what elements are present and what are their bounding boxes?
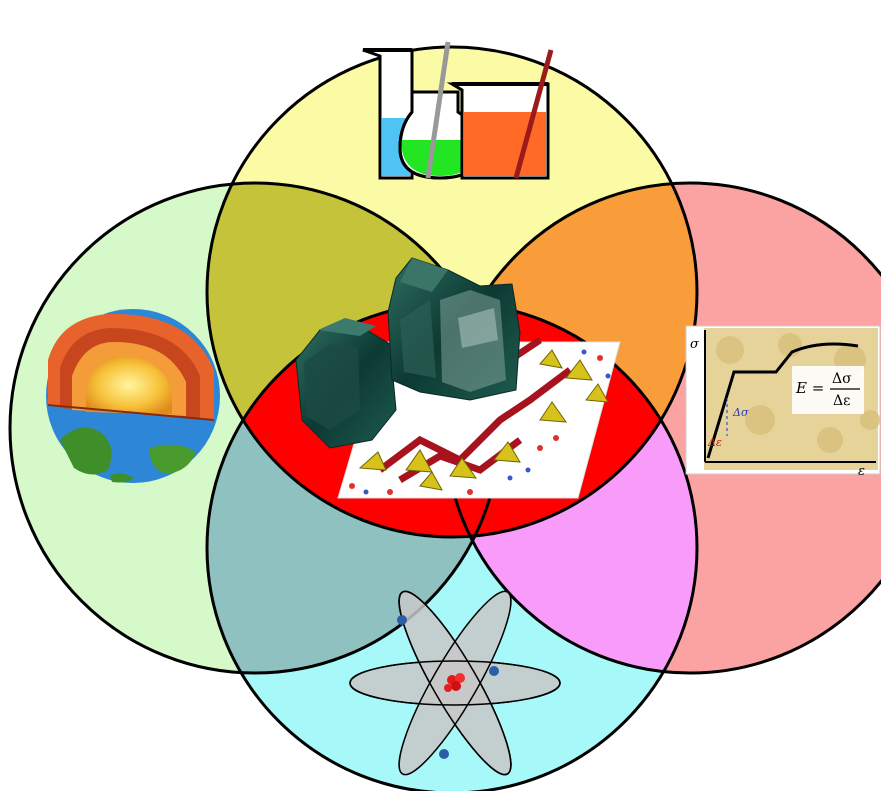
electron xyxy=(439,749,449,759)
x-axis-symbol: ε xyxy=(858,464,865,479)
delta-sigma-label: Δσ xyxy=(732,406,749,419)
formula-denominator: Δε xyxy=(833,393,850,409)
y-axis-symbol: σ xyxy=(690,337,700,352)
earth-layers-icon xyxy=(46,309,220,483)
electron xyxy=(489,666,499,676)
formula-numerator: Δσ xyxy=(832,371,852,387)
delta-epsilon-label: Δε xyxy=(707,436,722,449)
formula-lhs: E = xyxy=(795,379,824,397)
electron xyxy=(397,615,407,625)
stress-strain-graph-icon: σ ε Δσ Δε E = Δσ Δε xyxy=(686,326,880,479)
